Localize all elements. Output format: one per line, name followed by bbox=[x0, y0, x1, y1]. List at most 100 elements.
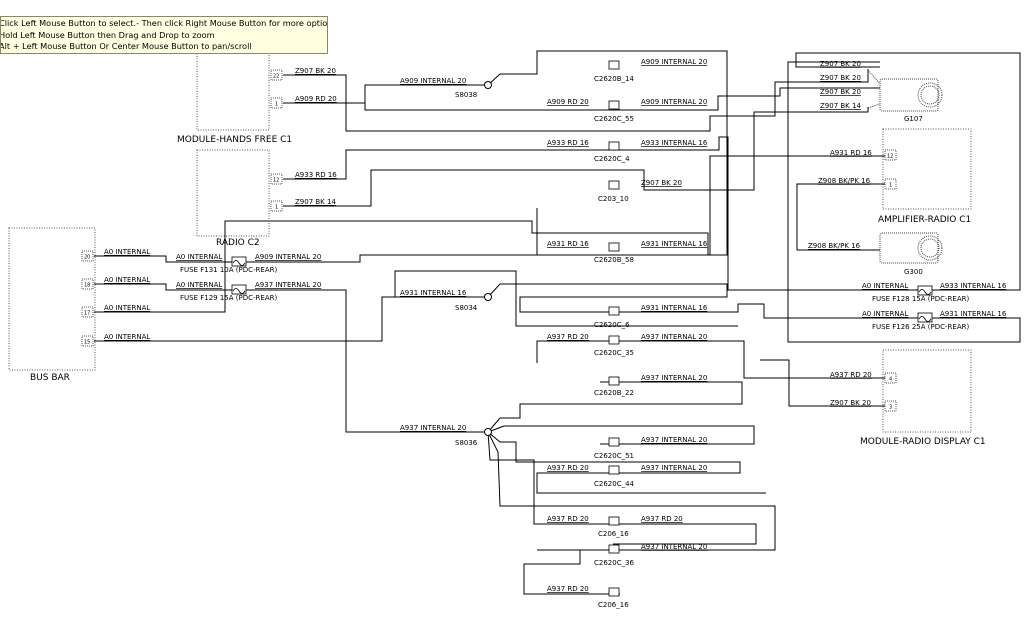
connector-c2620b-22-icon[interactable] bbox=[608, 376, 620, 386]
wire-label[interactable]: Z908 BK/PK 16 bbox=[818, 177, 871, 185]
pin-busbar-18[interactable] bbox=[81, 278, 94, 290]
fuse-f126-icon[interactable] bbox=[917, 312, 933, 323]
wire-label[interactable]: A0 INTERNAL bbox=[176, 253, 222, 261]
wire-label[interactable]: A0 INTERNAL bbox=[862, 282, 908, 290]
label-bus-bar[interactable]: BUS BAR bbox=[30, 373, 70, 383]
wire-label[interactable]: A909 RD 20 bbox=[295, 95, 337, 103]
label-c2620c-36[interactable]: C2620C_36 bbox=[594, 559, 635, 567]
wire-label[interactable]: A909 INTERNAL 20 bbox=[641, 98, 707, 106]
module-radio-display-box[interactable] bbox=[882, 349, 972, 433]
label-s8034[interactable]: S8034 bbox=[455, 304, 478, 312]
radio-c2-box[interactable] bbox=[196, 149, 270, 237]
wire-label[interactable]: A937 RD 20 bbox=[547, 585, 589, 593]
wire-label[interactable]: A937 INTERNAL 20 bbox=[641, 374, 707, 382]
pin-busbar-17[interactable] bbox=[81, 306, 94, 318]
wire-label[interactable]: A937 RD 20 bbox=[547, 333, 589, 341]
amplifier-radio-box[interactable] bbox=[882, 128, 972, 210]
label-c2620c-35[interactable]: C2620C_35 bbox=[594, 349, 634, 357]
splice-s8034[interactable] bbox=[484, 293, 492, 301]
wire-label[interactable]: A933 RD 16 bbox=[295, 171, 337, 179]
wire-label[interactable]: A0 INTERNAL bbox=[862, 310, 908, 318]
wire-label[interactable]: A937 INTERNAL 20 bbox=[641, 543, 707, 551]
inline-connectors[interactable] bbox=[608, 60, 620, 597]
splice-s8036[interactable] bbox=[484, 428, 492, 436]
pin-hf-1[interactable] bbox=[270, 97, 283, 109]
wire-label[interactable]: A937 RD 20 bbox=[547, 464, 589, 472]
wire-labels[interactable]: Z907 BK 20 A909 RD 20 A933 RD 16 Z907 BK… bbox=[104, 58, 1007, 593]
wire-label[interactable]: A931 RD 16 bbox=[547, 240, 589, 248]
wire-label[interactable]: A909 INTERNAL 20 bbox=[400, 77, 466, 85]
connector-c206-16a-icon[interactable] bbox=[608, 516, 620, 526]
wire-network[interactable] bbox=[94, 50, 1021, 595]
connector-c2620c-44-icon[interactable] bbox=[608, 465, 620, 475]
label-g300[interactable]: G300 bbox=[904, 268, 923, 276]
label-c2620b-22[interactable]: C2620B_22 bbox=[594, 389, 634, 397]
wire-label[interactable]: Z907 BK 14 bbox=[820, 102, 861, 110]
connector-c2620c-51-icon[interactable] bbox=[608, 437, 620, 447]
wire-label[interactable]: A937 INTERNAL 20 bbox=[255, 281, 321, 289]
connector-c2620b-58-icon[interactable] bbox=[608, 242, 620, 252]
fuse-f131-icon[interactable] bbox=[231, 256, 247, 267]
label-c2620c-44[interactable]: C2620C_44 bbox=[594, 480, 635, 488]
wire-label[interactable]: A0 INTERNAL bbox=[104, 276, 150, 284]
wire-label[interactable]: A933 INTERNAL 16 bbox=[940, 282, 1007, 290]
pin-hf-22[interactable] bbox=[270, 69, 283, 81]
label-c2620b-58[interactable]: C2620B_58 bbox=[594, 256, 634, 264]
connector-c2620b-14-icon[interactable] bbox=[608, 60, 620, 70]
label-c203-10[interactable]: C203_10 bbox=[598, 195, 629, 203]
module-hands-free-box[interactable] bbox=[196, 51, 270, 131]
wire-label[interactable]: Z907 BK 20 bbox=[820, 60, 861, 68]
connector-c2620c-55-icon[interactable] bbox=[608, 100, 620, 110]
label-module-radio-display[interactable]: MODULE-RADIO DISPLAY C1 bbox=[860, 437, 986, 447]
label-fuse-f129[interactable]: FUSE F129 15A (PDC-REAR) bbox=[180, 294, 277, 302]
wire-label[interactable]: A937 RD 20 bbox=[830, 371, 872, 379]
label-g107[interactable]: G107 bbox=[904, 115, 923, 123]
label-s8036[interactable]: S8036 bbox=[455, 439, 478, 447]
wire-label[interactable]: A931 INTERNAL 16 bbox=[641, 304, 708, 312]
wire-label[interactable]: Z907 BK 20 bbox=[820, 74, 861, 82]
label-module-hands-free[interactable]: MODULE-HANDS FREE C1 bbox=[177, 135, 292, 145]
wire-label[interactable]: A909 RD 20 bbox=[547, 98, 589, 106]
label-c2620c-4[interactable]: C2620C_4 bbox=[594, 155, 630, 163]
label-c2620b-14[interactable]: C2620B_14 bbox=[594, 75, 634, 83]
label-fuse-f126[interactable]: FUSE F126 25A (PDC-REAR) bbox=[872, 323, 969, 331]
wire-label[interactable]: A937 INTERNAL 20 bbox=[400, 424, 466, 432]
wire-label[interactable]: A0 INTERNAL bbox=[104, 333, 150, 341]
wire-label[interactable]: A937 INTERNAL 20 bbox=[641, 333, 707, 341]
wire-label[interactable]: Z907 BK 20 bbox=[641, 179, 682, 187]
label-fuse-f128[interactable]: FUSE F128 15A (PDC-REAR) bbox=[872, 295, 969, 303]
wire-label[interactable]: A0 INTERNAL bbox=[176, 281, 222, 289]
wire-label[interactable]: Z907 BK 14 bbox=[295, 198, 336, 206]
fuse-f128-icon[interactable] bbox=[917, 285, 933, 296]
wire-label[interactable]: A931 INTERNAL 16 bbox=[400, 289, 467, 297]
wire-label[interactable]: A933 RD 16 bbox=[547, 139, 589, 147]
wire-label[interactable]: A931 RD 16 bbox=[830, 149, 872, 157]
label-c2620c-6[interactable]: C2620C_6 bbox=[594, 321, 630, 329]
label-c2620c-51[interactable]: C2620C_51 bbox=[594, 452, 634, 460]
label-fuse-f131[interactable]: FUSE F131 10A (PDC-REAR) bbox=[180, 266, 277, 274]
pin-radio-12[interactable] bbox=[270, 173, 283, 185]
pin-busbar-20[interactable] bbox=[81, 250, 94, 262]
pin-busbar-15[interactable] bbox=[81, 335, 94, 347]
label-c206-16b[interactable]: C206_16 bbox=[598, 601, 629, 609]
label-c206-16a[interactable]: C206_16 bbox=[598, 530, 629, 538]
wire-label[interactable]: Z907 BK 20 bbox=[820, 88, 861, 96]
wire-label[interactable]: A0 INTERNAL bbox=[104, 304, 150, 312]
wire-label[interactable]: Z907 BK 20 bbox=[830, 399, 871, 407]
wire-label[interactable]: A933 INTERNAL 16 bbox=[641, 139, 708, 147]
fuse-f129-icon[interactable] bbox=[231, 284, 247, 295]
label-s8038[interactable]: S8038 bbox=[455, 91, 477, 99]
wire-label[interactable]: A909 INTERNAL 20 bbox=[641, 58, 707, 66]
pin-radio-1[interactable] bbox=[270, 200, 283, 212]
wire-label[interactable]: A937 INTERNAL 20 bbox=[641, 464, 707, 472]
wire-label[interactable]: Z908 BK/PK 16 bbox=[808, 242, 861, 250]
connector-c206-16b-icon[interactable] bbox=[608, 587, 620, 597]
connector-c203-10-icon[interactable] bbox=[608, 180, 620, 190]
wire-label[interactable]: A909 INTERNAL 20 bbox=[255, 253, 321, 261]
connector-c2620c-35-icon[interactable] bbox=[608, 335, 620, 345]
wire-label[interactable]: A0 INTERNAL bbox=[104, 248, 150, 256]
label-radio-c2[interactable]: RADIO C2 bbox=[216, 238, 260, 248]
label-amplifier-radio[interactable]: AMPLIFIER-RADIO C1 bbox=[878, 215, 971, 225]
wire-label[interactable]: A937 INTERNAL 20 bbox=[641, 436, 707, 444]
